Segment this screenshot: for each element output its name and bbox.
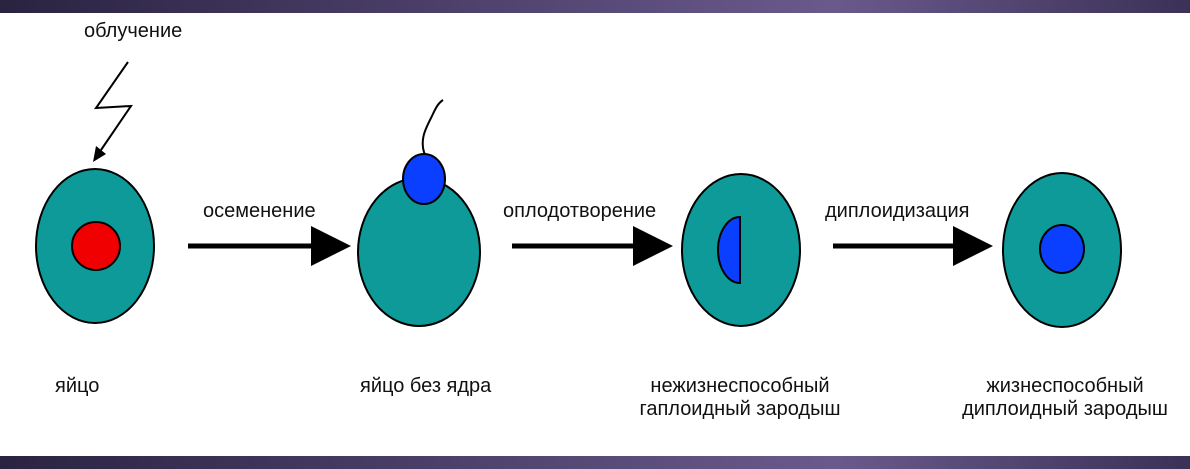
diploid-embryo-caption: жизнеспособный диплоидный зародыш (945, 375, 1185, 421)
sperm-head (403, 154, 445, 204)
irradiation-label: облучение (84, 20, 182, 43)
egg-caption: яйцо (55, 375, 99, 398)
insemination-label: осеменение (203, 200, 316, 223)
fertilization-label: оплодотворение (503, 200, 656, 223)
diploidization-label: диплоидизация (825, 200, 969, 223)
sperm-tail (423, 100, 443, 155)
egg-cell (36, 169, 154, 323)
enucleated-egg-cell (358, 100, 480, 326)
lightning-bolt-icon (93, 62, 131, 162)
diploid-embryo-cell (1003, 173, 1121, 327)
haploid-caption-line1: нежизнеспособный (620, 375, 860, 398)
haploid-embryo-caption: нежизнеспособный гаплоидный зародыш (620, 375, 860, 421)
haploid-caption-line2: гаплоидный зародыш (620, 398, 860, 421)
haploid-embryo-cell (682, 174, 800, 326)
diploid-nucleus (1040, 225, 1084, 273)
maternal-nucleus (72, 222, 120, 270)
egg-no-nucleus-caption: яйцо без ядра (360, 375, 491, 398)
diploid-caption-line1: жизнеспособный (945, 375, 1185, 398)
diploid-caption-line2: диплоидный зародыш (945, 398, 1185, 421)
